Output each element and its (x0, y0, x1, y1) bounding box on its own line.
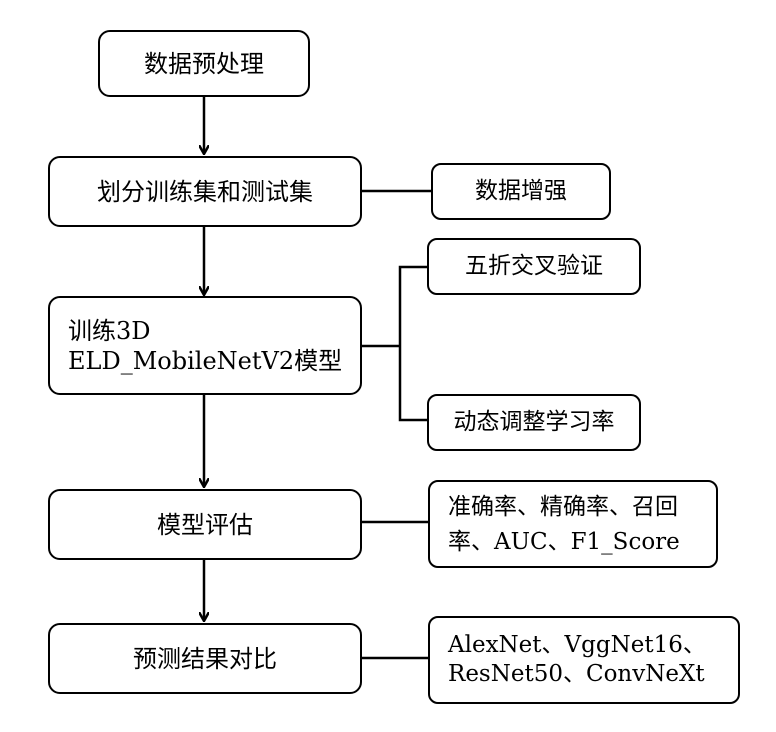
box-models-line1: AlexNet、VggNet16、 (448, 632, 706, 659)
box-learning-rate-label: 动态调整学习率 (453, 409, 615, 436)
box-cross-validation-label: 五折交叉验证 (465, 253, 603, 280)
brace-connector (362, 265, 427, 422)
box-metrics-label: 准确率、精确率、召回率、AUC、F1_Score (448, 494, 680, 555)
step-comparison: 预测结果对比 (48, 623, 362, 694)
box-metrics: 准确率、精确率、召回率、AUC、F1_Score (428, 480, 718, 568)
box-cross-validation: 五折交叉验证 (427, 238, 641, 295)
step-train-model-line2: ELD_MobileNetV2模型 (68, 346, 343, 375)
box-learning-rate: 动态调整学习率 (427, 394, 641, 451)
step-train-model-line1: 训练3D (68, 316, 151, 345)
step-evaluation: 模型评估 (48, 489, 362, 560)
step-split-dataset-label: 划分训练集和测试集 (97, 177, 313, 206)
step-preprocessing-label: 数据预处理 (144, 49, 264, 78)
box-models: AlexNet、VggNet16、 ResNet50、ConvNeXt (428, 616, 740, 704)
step-preprocessing: 数据预处理 (98, 30, 310, 97)
step-split-dataset: 划分训练集和测试集 (48, 156, 362, 227)
step-comparison-label: 预测结果对比 (133, 644, 277, 673)
box-augmentation: 数据增强 (431, 163, 611, 220)
box-augmentation-label: 数据增强 (475, 178, 567, 205)
box-models-line2: ResNet50、ConvNeXt (448, 661, 705, 687)
step-evaluation-label: 模型评估 (157, 510, 253, 539)
step-train-model: 训练3D ELD_MobileNetV2模型 (48, 296, 362, 395)
